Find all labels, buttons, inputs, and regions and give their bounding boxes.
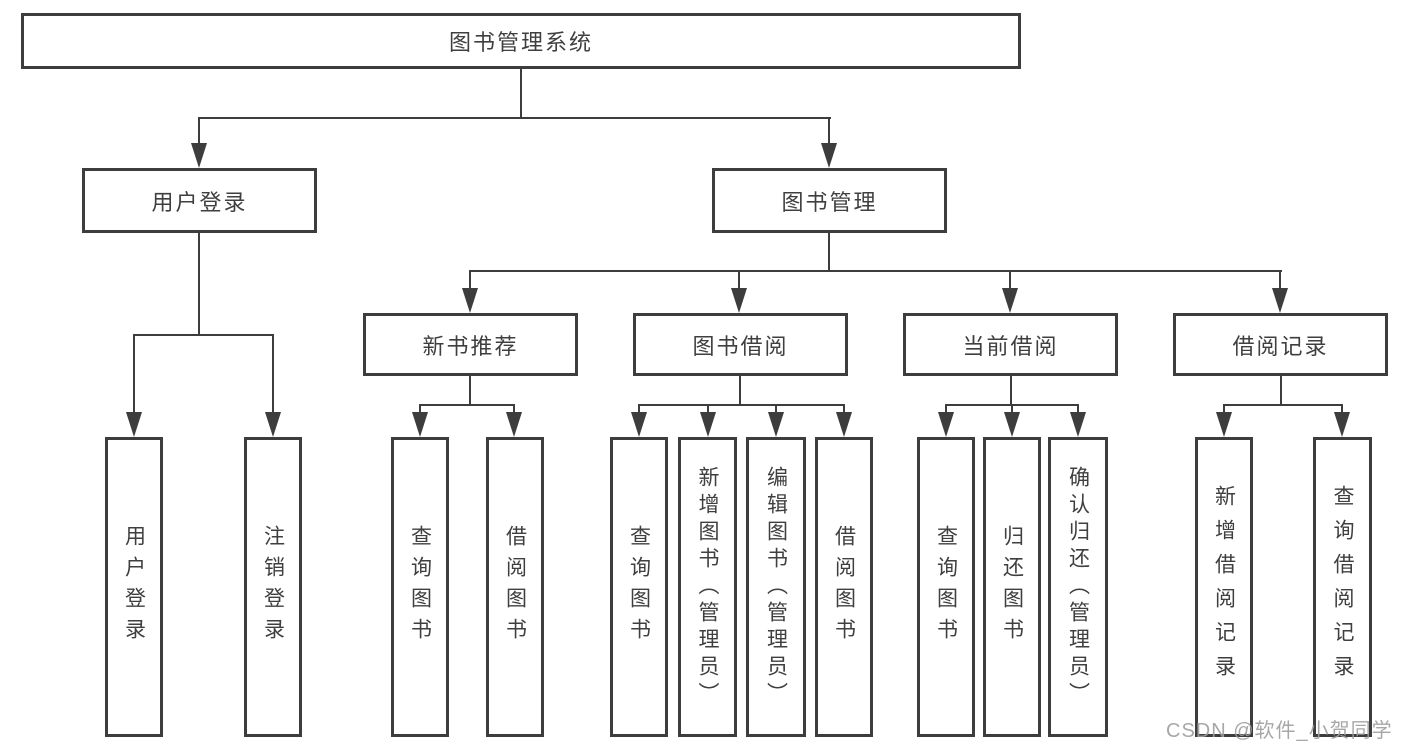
connector-currentborrow-horizontal — [945, 404, 1079, 406]
connector-bookborrow-horizontal — [638, 404, 845, 406]
node-label: 新书推荐 — [422, 333, 519, 359]
arrowhead-down — [1004, 412, 1020, 437]
node-label: 查询图书 — [934, 525, 958, 649]
connector-shaft — [469, 272, 471, 289]
arrowhead-down — [938, 412, 954, 437]
node-label: 借阅图书 — [832, 525, 856, 649]
node-borrow-records: 借阅记录 — [1173, 313, 1388, 376]
arrowhead-down — [265, 412, 281, 437]
connector-userlogin-horizontal — [133, 334, 274, 336]
node-book-borrow: 图书借阅 — [633, 313, 848, 376]
leaf-query-books-current: 查询图书 — [917, 437, 975, 737]
connector-bookmgmt-vertical — [828, 233, 830, 272]
node-label: 图书管理 — [781, 189, 878, 215]
leaf-confirm-return-admin: 确认归还（管理员） — [1048, 437, 1108, 737]
connector-shaft — [707, 406, 709, 413]
node-label: 用户登录 — [151, 189, 248, 215]
node-label: 查询图书 — [408, 525, 432, 649]
arrowhead-down — [1272, 288, 1288, 313]
arrowhead-down — [1334, 412, 1350, 437]
node-label: 查询图书 — [627, 525, 651, 649]
leaf-query-books-borrow: 查询图书 — [610, 437, 668, 737]
node-label: 编辑图书（管理员） — [764, 465, 788, 709]
arrowhead-down — [836, 412, 852, 437]
connector-shaft — [198, 119, 200, 144]
connector-shaft — [945, 406, 947, 413]
arrowhead-down — [506, 412, 522, 437]
node-label: 归还图书 — [1000, 525, 1024, 649]
node-book-management: 图书管理 — [712, 168, 947, 233]
arrowhead-down — [1070, 412, 1086, 437]
leaf-borrow-books-recommend: 借阅图书 — [486, 437, 544, 737]
connector-shaft — [419, 406, 421, 413]
leaf-query-books-recommend: 查询图书 — [391, 437, 449, 737]
node-label: 新增借阅记录 — [1212, 485, 1236, 689]
arrowhead-down — [700, 412, 716, 437]
connector-shaft — [775, 406, 777, 413]
connector-shaft — [843, 406, 845, 413]
connector-shaft — [513, 406, 515, 413]
node-label: 确认归还（管理员） — [1066, 465, 1090, 709]
csdn-watermark: CSDN @软件_小贺同学 — [1166, 720, 1393, 742]
arrowhead-down — [126, 412, 142, 437]
connector-shaft — [272, 336, 274, 413]
leaf-user-login: 用户登录 — [105, 437, 163, 737]
leaf-add-borrow-record: 新增借阅记录 — [1195, 437, 1253, 737]
node-label: 当前借阅 — [962, 333, 1059, 359]
node-library-management-system: 图书管理系统 — [21, 13, 1021, 69]
connector-shaft — [1223, 406, 1225, 413]
connector-shaft — [1279, 272, 1281, 289]
connector-shaft — [1009, 272, 1011, 289]
arrowhead-down — [412, 412, 428, 437]
connector-shaft — [828, 119, 830, 144]
leaf-borrow-books-borrow: 借阅图书 — [815, 437, 873, 737]
arrowhead-down — [768, 412, 784, 437]
node-label: 新增图书（管理员） — [696, 465, 719, 709]
leaf-add-book-admin: 新增图书（管理员） — [678, 437, 737, 737]
connector-bookborrow-vertical — [739, 376, 741, 406]
connector-root-horizontal — [198, 117, 831, 119]
connector-borrowrecords-vertical — [1280, 376, 1282, 406]
node-user-login: 用户登录 — [82, 168, 317, 233]
node-label: 图书管理系统 — [448, 30, 593, 55]
leaf-logout: 注销登录 — [244, 437, 302, 737]
node-label: 注销登录 — [261, 525, 285, 649]
arrowhead-down — [191, 143, 207, 168]
node-label: 借阅图书 — [503, 525, 527, 649]
node-label: 图书借阅 — [692, 333, 789, 359]
node-current-borrow: 当前借阅 — [903, 313, 1118, 376]
connector-bookmgmt-horizontal — [469, 270, 1282, 272]
arrowhead-down — [731, 288, 747, 313]
connector-shaft — [738, 272, 740, 289]
connector-shaft — [1077, 406, 1079, 413]
connector-currentborrow-vertical — [1010, 376, 1012, 406]
connector-root-vertical — [520, 69, 522, 119]
connector-shaft — [638, 406, 640, 413]
arrowhead-down — [821, 143, 837, 168]
leaf-edit-book-admin: 编辑图书（管理员） — [746, 437, 806, 737]
connector-newbook-horizontal — [419, 404, 515, 406]
node-label: 用户登录 — [122, 525, 146, 649]
arrowhead-down — [462, 288, 478, 313]
arrowhead-down — [631, 412, 647, 437]
connector-shaft — [133, 336, 135, 413]
leaf-query-borrow-record: 查询借阅记录 — [1313, 437, 1372, 737]
connector-shaft — [1011, 406, 1013, 413]
connector-borrowrecords-horizontal — [1223, 404, 1343, 406]
node-new-book-recommend: 新书推荐 — [363, 313, 578, 376]
node-label: 借阅记录 — [1232, 333, 1329, 359]
leaf-return-book: 归还图书 — [983, 437, 1041, 737]
connector-userlogin-vertical — [198, 233, 200, 336]
connector-shaft — [1341, 406, 1343, 413]
connector-newbook-vertical — [469, 376, 471, 406]
node-label: 查询借阅记录 — [1331, 485, 1354, 689]
arrowhead-down — [1002, 288, 1018, 313]
arrowhead-down — [1216, 412, 1232, 437]
